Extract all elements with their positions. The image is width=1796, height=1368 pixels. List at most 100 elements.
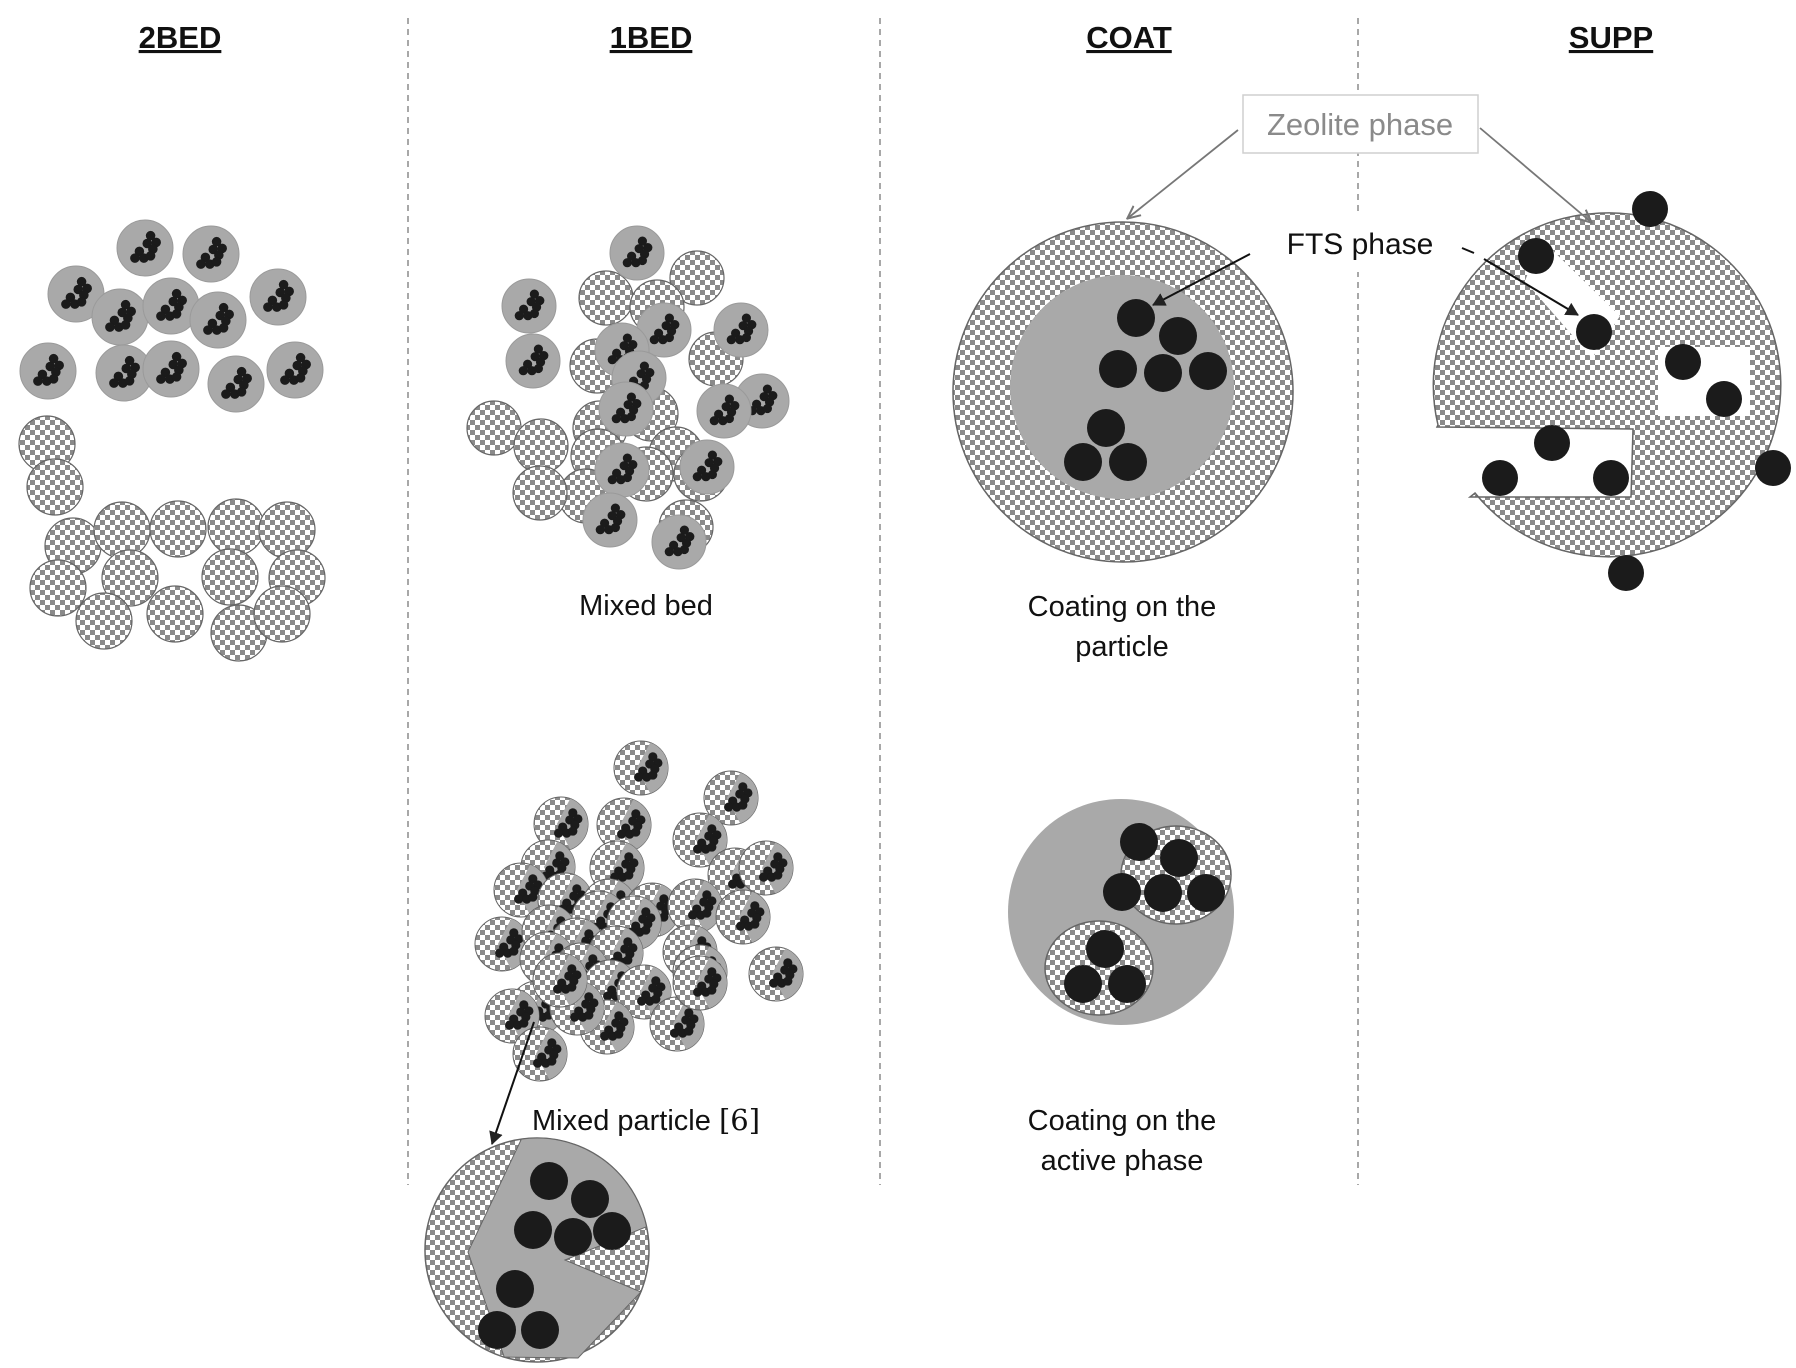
- caption-mixed-particle-ref: [6]: [719, 1103, 760, 1137]
- active-dot: [707, 985, 717, 995]
- active-dot: [263, 302, 273, 312]
- active-dot: [145, 230, 156, 241]
- active-dot: [284, 368, 295, 379]
- active-dot: [37, 369, 48, 380]
- caption-coat-active-1: Coating on the: [1028, 1105, 1217, 1137]
- active-dot: [547, 1038, 557, 1048]
- active-dot: [617, 829, 627, 839]
- active-dot: [568, 826, 578, 836]
- zeolite-phase-callout: Zeolite phase: [1128, 94, 1591, 222]
- active-dot: [684, 1008, 694, 1018]
- active-dot: [553, 984, 563, 994]
- fts-particle: [582, 492, 638, 548]
- supp-active-dots: [1482, 191, 1791, 591]
- active-dot: [773, 852, 783, 862]
- active-dot: [622, 258, 632, 268]
- fts-particle: [182, 225, 240, 283]
- active-dot: [523, 359, 533, 369]
- active-dot: [692, 472, 702, 482]
- active-dot: [595, 525, 605, 535]
- caption-coat-particle-2: particle: [1075, 631, 1169, 663]
- active-dot: [156, 374, 166, 384]
- zeolite-particle: [29, 559, 87, 617]
- active-dot: [648, 752, 658, 762]
- active-dot: [48, 374, 59, 384]
- active-dot: [637, 236, 647, 246]
- zeolite-particle: [207, 498, 265, 556]
- fts-particle: [501, 278, 557, 334]
- active-dot: [637, 255, 647, 266]
- active-dot: [1608, 555, 1644, 591]
- active-dot: [509, 928, 519, 938]
- active-dot: [1482, 460, 1518, 496]
- active-dot: [207, 318, 218, 329]
- active-dot: [295, 352, 306, 363]
- active-dot: [61, 299, 71, 309]
- heading-coat: COAT: [1086, 20, 1172, 55]
- zeolite-label: Zeolite phase: [1267, 107, 1453, 142]
- active-dot: [518, 366, 528, 376]
- active-dot: [738, 782, 748, 792]
- heading-1bed: 1BED: [610, 20, 693, 55]
- active-dot: [750, 919, 760, 929]
- active-dot: [514, 894, 524, 904]
- active-dot: [600, 1031, 610, 1041]
- active-dot: [555, 851, 565, 861]
- active-dot: [130, 253, 140, 263]
- active-dot: [160, 304, 171, 315]
- active-dot: [200, 252, 211, 263]
- active-dot: [1518, 238, 1554, 274]
- active-dot: [631, 809, 641, 819]
- active-dot: [267, 295, 278, 306]
- active-dot: [648, 770, 658, 780]
- active-dot: [728, 879, 738, 889]
- active-dot: [623, 937, 633, 947]
- active-dot: [1099, 350, 1137, 388]
- active-dot: [1144, 354, 1182, 392]
- active-dot: [48, 353, 59, 364]
- active-dot: [109, 378, 119, 388]
- active-dot: [218, 302, 229, 313]
- active-dot: [514, 311, 524, 321]
- active-dot: [649, 335, 659, 345]
- caption-coat-particle-1: Coating on the: [1028, 591, 1217, 623]
- active-dot: [568, 808, 578, 818]
- active-dot: [752, 399, 762, 409]
- active-dot: [611, 414, 621, 424]
- active-dot: [624, 852, 634, 862]
- active-dot: [702, 908, 712, 918]
- active-dot: [145, 251, 156, 261]
- active-dot: [76, 297, 87, 307]
- active-dot: [622, 333, 632, 343]
- active-dot: [1117, 299, 1155, 337]
- active-dot: [1632, 191, 1668, 227]
- active-dot: [196, 259, 206, 269]
- active-dot: [567, 964, 577, 974]
- active-dot: [124, 376, 135, 386]
- active-dot: [631, 827, 641, 837]
- fts-label: FTS phase: [1287, 228, 1434, 261]
- active-dot: [612, 348, 622, 358]
- zeolite-particle: [669, 250, 725, 306]
- active-dot: [519, 1018, 529, 1028]
- active-dot: [724, 802, 734, 812]
- active-dot: [533, 1058, 543, 1068]
- fts-particle: [594, 442, 650, 498]
- zeolite-particle: [149, 500, 207, 558]
- caption-mixed-bed: Mixed bed: [579, 590, 713, 622]
- active-dot: [571, 1180, 609, 1218]
- active-dot: [567, 982, 577, 992]
- active-dot: [693, 844, 703, 854]
- active-dot: [1159, 317, 1197, 355]
- active-dot: [707, 450, 717, 460]
- active-dot: [109, 315, 120, 326]
- zeolite-particle: [578, 270, 634, 326]
- active-dot: [1064, 443, 1102, 481]
- active-dot: [634, 772, 644, 782]
- active-dot: [533, 363, 543, 374]
- active-dot: [478, 1311, 516, 1349]
- active-dot: [762, 403, 772, 414]
- fts-arrow-left: [1152, 253, 1251, 306]
- active-dot: [509, 946, 519, 956]
